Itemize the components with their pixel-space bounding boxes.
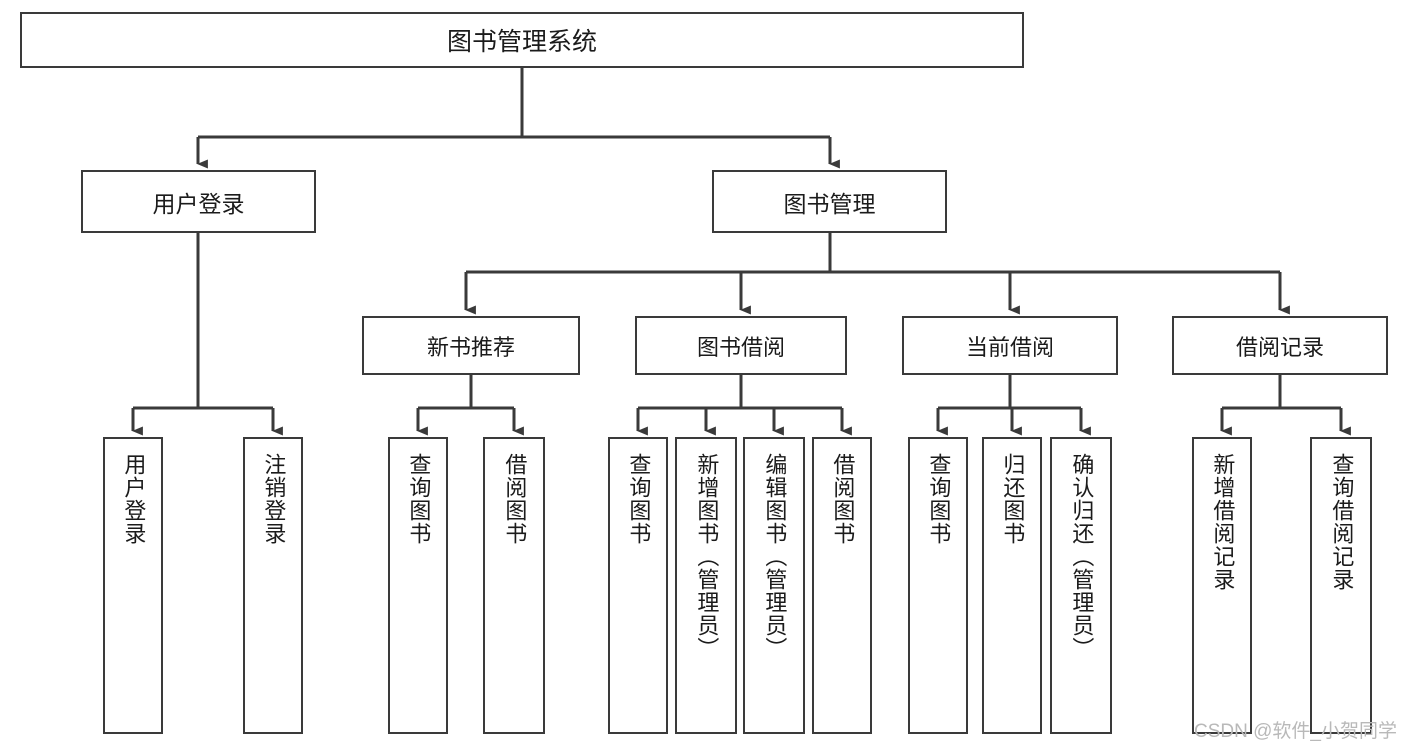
node-current-borrow[interactable]: 当前借阅: [902, 316, 1118, 375]
leaf-query-book-recommend[interactable]: 查询图书: [388, 437, 448, 734]
leaf-query-borrow-record-label: 查询借阅记录: [1329, 453, 1355, 591]
leaf-borrow-book-recommend-label: 借阅图书: [502, 453, 528, 545]
leaf-query-book-current[interactable]: 查询图书: [908, 437, 968, 734]
node-root-label: 图书管理系统: [446, 28, 597, 56]
leaf-edit-book-admin[interactable]: 编辑图书（管理员）: [743, 437, 805, 734]
watermark: CSDN @软件_小贺同学: [1194, 721, 1397, 742]
leaf-logout[interactable]: 注销登录: [243, 437, 303, 734]
node-book-borrow[interactable]: 图书借阅: [635, 316, 847, 375]
node-borrow-record[interactable]: 借阅记录: [1172, 316, 1388, 375]
node-borrow-record-label: 借阅记录: [1235, 334, 1324, 360]
leaf-user-login[interactable]: 用户登录: [103, 437, 163, 734]
node-book-management-label: 图书管理: [783, 190, 876, 217]
leaf-add-book-admin[interactable]: 新增图书（管理员）: [675, 437, 737, 734]
leaf-add-book-admin-label: 新增图书（管理员）: [694, 453, 720, 660]
node-user-login[interactable]: 用户登录: [81, 170, 316, 233]
leaf-add-borrow-record[interactable]: 新增借阅记录: [1192, 437, 1252, 734]
leaf-borrow-book-recommend[interactable]: 借阅图书: [483, 437, 545, 734]
node-book-management[interactable]: 图书管理: [712, 170, 947, 233]
node-root[interactable]: 图书管理系统: [20, 12, 1024, 68]
leaf-logout-label: 注销登录: [261, 453, 287, 545]
leaf-query-book-current-label: 查询图书: [926, 453, 952, 545]
leaf-query-borrow-record[interactable]: 查询借阅记录: [1310, 437, 1372, 734]
leaf-borrow-book[interactable]: 借阅图书: [812, 437, 872, 734]
node-book-borrow-label: 图书借阅: [696, 334, 785, 360]
leaf-query-book-borrow-label: 查询图书: [626, 453, 652, 545]
leaf-add-borrow-record-label: 新增借阅记录: [1210, 453, 1236, 591]
leaf-confirm-return-admin[interactable]: 确认归还（管理员）: [1050, 437, 1112, 734]
leaf-query-book-borrow[interactable]: 查询图书: [608, 437, 668, 734]
leaf-query-book-recommend-label: 查询图书: [406, 453, 432, 545]
node-new-book-recommend[interactable]: 新书推荐: [362, 316, 580, 375]
node-current-borrow-label: 当前借阅: [965, 334, 1054, 360]
leaf-user-login-label: 用户登录: [121, 453, 147, 545]
leaf-confirm-return-admin-label: 确认归还（管理员）: [1069, 453, 1095, 660]
leaf-edit-book-admin-label: 编辑图书（管理员）: [762, 453, 788, 660]
node-new-book-recommend-label: 新书推荐: [426, 334, 515, 360]
leaf-borrow-book-label: 借阅图书: [830, 453, 856, 545]
leaf-return-book-label: 归还图书: [1000, 453, 1026, 545]
leaf-return-book[interactable]: 归还图书: [982, 437, 1042, 734]
node-user-login-label: 用户登录: [152, 190, 245, 217]
